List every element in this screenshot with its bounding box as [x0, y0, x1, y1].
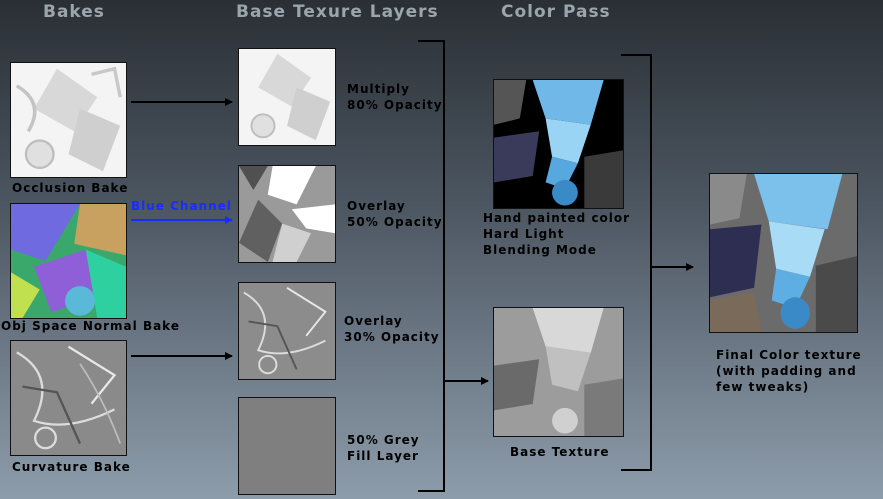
final-label-2: (with padding and [716, 364, 857, 378]
base-texture-label: Base Texture [510, 445, 610, 459]
overlay30-label-1: Overlay [344, 314, 403, 328]
curvature-bake-thumbnail [10, 340, 127, 456]
overlay30-label-2: 30% Opacity [344, 330, 440, 344]
header-color-pass: Color Pass [501, 2, 611, 22]
occlusion-bake-thumbnail [10, 62, 127, 178]
final-color-thumbnail [709, 173, 858, 333]
final-label-3: few tweaks) [716, 380, 810, 394]
multiply-layer-thumbnail [238, 48, 336, 146]
multiply-label-1: Multiply [347, 82, 410, 96]
overlay30-layer-thumbnail [238, 282, 336, 380]
grey-fill-label-1: 50% Grey [347, 433, 420, 447]
normal-bake-label: Obj Space Normal Bake [1, 319, 180, 333]
overlay50-layer-thumbnail [238, 165, 336, 263]
final-label-1: Final Color texture [716, 348, 862, 362]
hand-painted-color-thumbnail [493, 79, 624, 209]
occlusion-bake-label: Occlusion Bake [12, 181, 129, 195]
curvature-bake-label: Curvature Bake [12, 460, 131, 474]
header-bakes: Bakes [43, 2, 105, 22]
overlay50-label-2: 50% Opacity [347, 215, 443, 229]
overlay50-label-1: Overlay [347, 199, 406, 213]
grey-fill-layer-thumbnail [238, 397, 336, 495]
hand-painted-label-1: Hand painted color [483, 211, 631, 225]
hand-painted-label-3: Blending Mode [483, 243, 597, 257]
base-texture-thumbnail [493, 307, 624, 437]
blue-channel-label: Blue Channel [131, 199, 232, 213]
normal-bake-thumbnail [10, 203, 127, 319]
bracket-icon [621, 54, 652, 471]
hand-painted-label-2: Hard Light [483, 227, 565, 241]
grey-fill-label-2: Fill Layer [347, 449, 419, 463]
header-base-layers: Base Texure Layers [236, 2, 439, 22]
multiply-label-2: 80% Opacity [347, 98, 443, 112]
